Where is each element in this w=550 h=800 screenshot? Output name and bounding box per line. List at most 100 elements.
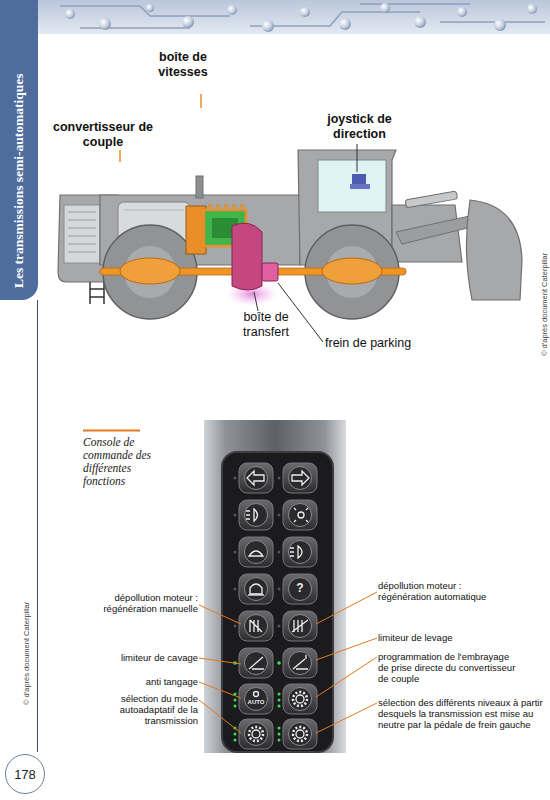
- wheel-loader-part: [357, 144, 358, 172]
- console-photo-part-part: [234, 733, 237, 736]
- console-photo-part-part: [234, 514, 237, 517]
- part-label: boîte de transfert: [228, 310, 304, 340]
- header-pattern-part: [38, 0, 550, 34]
- callout-label: limiteur de levage: [378, 632, 503, 643]
- console-photo-part-part: [290, 548, 294, 556]
- console-photo-part-part: [278, 699, 281, 702]
- console-photo-part-part: [298, 546, 302, 558]
- wheel-loader-part: [120, 258, 180, 284]
- console-photo-part: [283, 500, 317, 530]
- console-photo-part-part: [296, 730, 304, 738]
- button-text: ?: [292, 581, 308, 595]
- console-photo-part-part: [278, 733, 281, 736]
- callout-label: anti tangage: [85, 676, 198, 687]
- console-photo-part-part: [278, 551, 281, 554]
- header-pattern-part: [527, 4, 537, 14]
- console-photo-part-part: [249, 727, 263, 741]
- leader-lines-part: [199, 682, 241, 698]
- console-photo-part-part: [234, 625, 237, 628]
- wheel-loader-part: [350, 184, 370, 189]
- console-photo-part-part: [293, 692, 307, 706]
- console-photo-part: [239, 611, 273, 641]
- part-label: boîte de vitesses: [153, 50, 213, 80]
- wheel-loader-part: [318, 160, 386, 212]
- console-photo-part-part: [252, 730, 260, 738]
- console-photo-part: [233, 477, 281, 742]
- header-pattern-part: [414, 16, 426, 28]
- header-pattern-part: [227, 5, 237, 15]
- callout-label: dépollution moteur : régénération manuel…: [85, 592, 198, 614]
- console-photo-part: [239, 684, 273, 714]
- console-photo-part: [239, 537, 273, 567]
- console-photo-part: [283, 463, 317, 493]
- console-photo-part-part: [234, 477, 237, 480]
- console-photo-part-part: [278, 739, 281, 742]
- callout-label: dépollution moteur : régénération automa…: [378, 580, 503, 602]
- leader-lines: [199, 592, 377, 733]
- console-photo-part: [204, 420, 346, 753]
- header-pattern-part: [182, 16, 194, 28]
- console-photo-part-part: [293, 727, 307, 741]
- header-pattern-part: [146, 4, 154, 12]
- console-photo-part-part: [234, 705, 237, 708]
- leader-lines-part: [199, 605, 241, 624]
- wheel-loader-part: [262, 263, 278, 281]
- console-photo-part-part: [249, 551, 263, 556]
- console-photo-part: [222, 452, 333, 752]
- console-photo-part: [283, 684, 317, 714]
- console-photo-part-part: [254, 509, 258, 521]
- wheel-loader-part: [322, 258, 382, 284]
- leader-lines-part: [316, 592, 377, 624]
- wheel-loader-part: [254, 292, 258, 311]
- console-photo-part-part: [298, 512, 304, 518]
- console-photo-part-part: [277, 661, 281, 665]
- wheel-loader-part: [232, 223, 262, 290]
- console-photo-part-part: [246, 511, 250, 519]
- console-photo-part-part: [247, 471, 264, 485]
- console-photo-part-part: [234, 588, 237, 591]
- wheel-loader-part: [64, 205, 100, 263]
- console-photo-part-part: [296, 695, 304, 703]
- console-photo-part: [239, 463, 273, 493]
- console-photo-part-part: [293, 655, 308, 669]
- margin-rule: [37, 300, 38, 752]
- console-photo-part-part: [292, 471, 309, 485]
- leader-lines-part: [316, 657, 377, 697]
- wheel-loader-part: [352, 174, 366, 184]
- console-photo-part-part: [250, 584, 262, 594]
- console-photo-part-part: [248, 594, 264, 595]
- wheel-loader-part: [90, 282, 104, 304]
- leader-lines-part: [316, 638, 377, 660]
- console-photo-part: [239, 500, 273, 530]
- header-pattern-part: [99, 18, 111, 30]
- header-pattern-part: [494, 19, 506, 31]
- wheel-loader-part: [119, 150, 121, 162]
- console-photo-part: [283, 648, 317, 678]
- console-photo-part: [283, 611, 317, 641]
- console-photo-part-part: [278, 514, 281, 517]
- console-photo-part-part: [234, 739, 237, 742]
- header-pattern-part: [65, 9, 75, 19]
- part-label: frein de parking: [325, 336, 411, 351]
- console-photo-part: [239, 574, 273, 604]
- header-pattern: [38, 0, 550, 34]
- console-photo-part: [283, 574, 317, 604]
- chapter-title: Les transmissions semi-automatiques: [11, 73, 26, 288]
- copyright-note: © d'après document Caterpillar: [541, 253, 550, 356]
- console-photo-part-part: [278, 477, 281, 480]
- page-number-circle: 178: [5, 754, 45, 794]
- console-photo-part: [283, 537, 317, 567]
- chapter-band: Les transmissions semi-automatiques: [0, 0, 38, 300]
- button-text: AUTO: [244, 699, 268, 706]
- page-number: 178: [14, 767, 36, 782]
- console-photo-part-part: [278, 705, 281, 708]
- console-photo-part-part: [278, 727, 281, 730]
- console-photo-part: [283, 719, 317, 749]
- callout-label: limiteur de cavage: [85, 652, 198, 663]
- part-label: convertisseur de couple: [48, 120, 158, 150]
- console-photo-part-part: [249, 657, 264, 669]
- console-photo-part-part: [234, 699, 237, 702]
- figure-caption: Console de commande des différentes fonc…: [83, 436, 163, 488]
- console-photo-part-part: [292, 620, 308, 632]
